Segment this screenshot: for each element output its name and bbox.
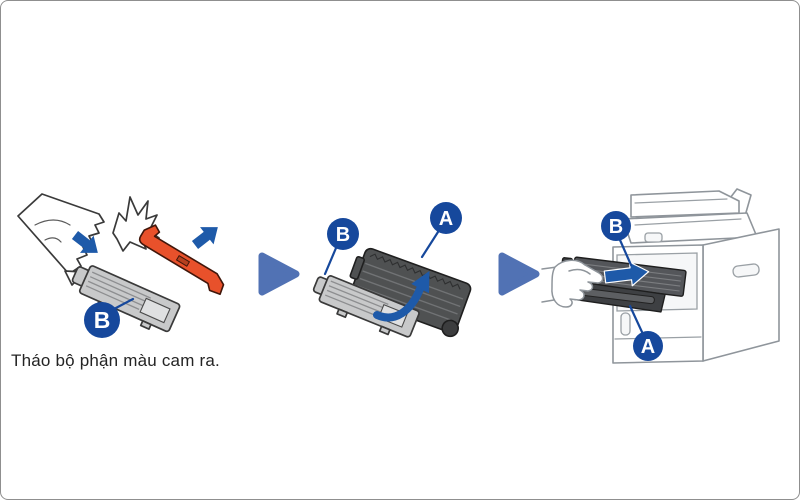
hand [541,259,604,308]
orange-protective-part [138,224,225,296]
svg-text:B: B [609,216,623,238]
badge-leader-line [628,304,644,334]
part-badge-b: B [327,218,359,250]
svg-text:A: A [439,208,453,230]
part-badge-a: A [633,331,663,361]
badge-leader-line [112,297,135,311]
part-badge-b: B [84,302,120,338]
toner-cartridge [71,265,181,333]
badge-leader-line [420,230,440,259]
push-in-arrow-icon [603,261,650,287]
badge-leader-line [618,238,633,267]
part-badge-a: A [430,202,462,234]
remove-orange-arrow-icon [191,227,218,249]
svg-text:B: B [94,307,111,333]
next-step-arrow-icon [258,252,300,296]
insert-toner-arrow-icon [373,270,430,322]
toner-cartridge [312,275,420,338]
step-caption: Tháo bộ phận màu cam ra. [11,351,220,370]
panel-insert-toner-into-drum: B A [312,202,472,338]
next-step-arrow-icon [498,252,540,296]
svg-text:B: B [336,224,350,246]
badge-leader-line [323,246,338,276]
unpack-arrow-icon [71,231,98,253]
panel-unwrap-and-remove-orange-part: B [17,193,225,338]
svg-text:A: A [641,336,655,358]
part-badge-b: B [601,211,631,241]
drum-unit [349,247,472,338]
panel-slide-assembly-into-printer: B A [541,188,780,364]
